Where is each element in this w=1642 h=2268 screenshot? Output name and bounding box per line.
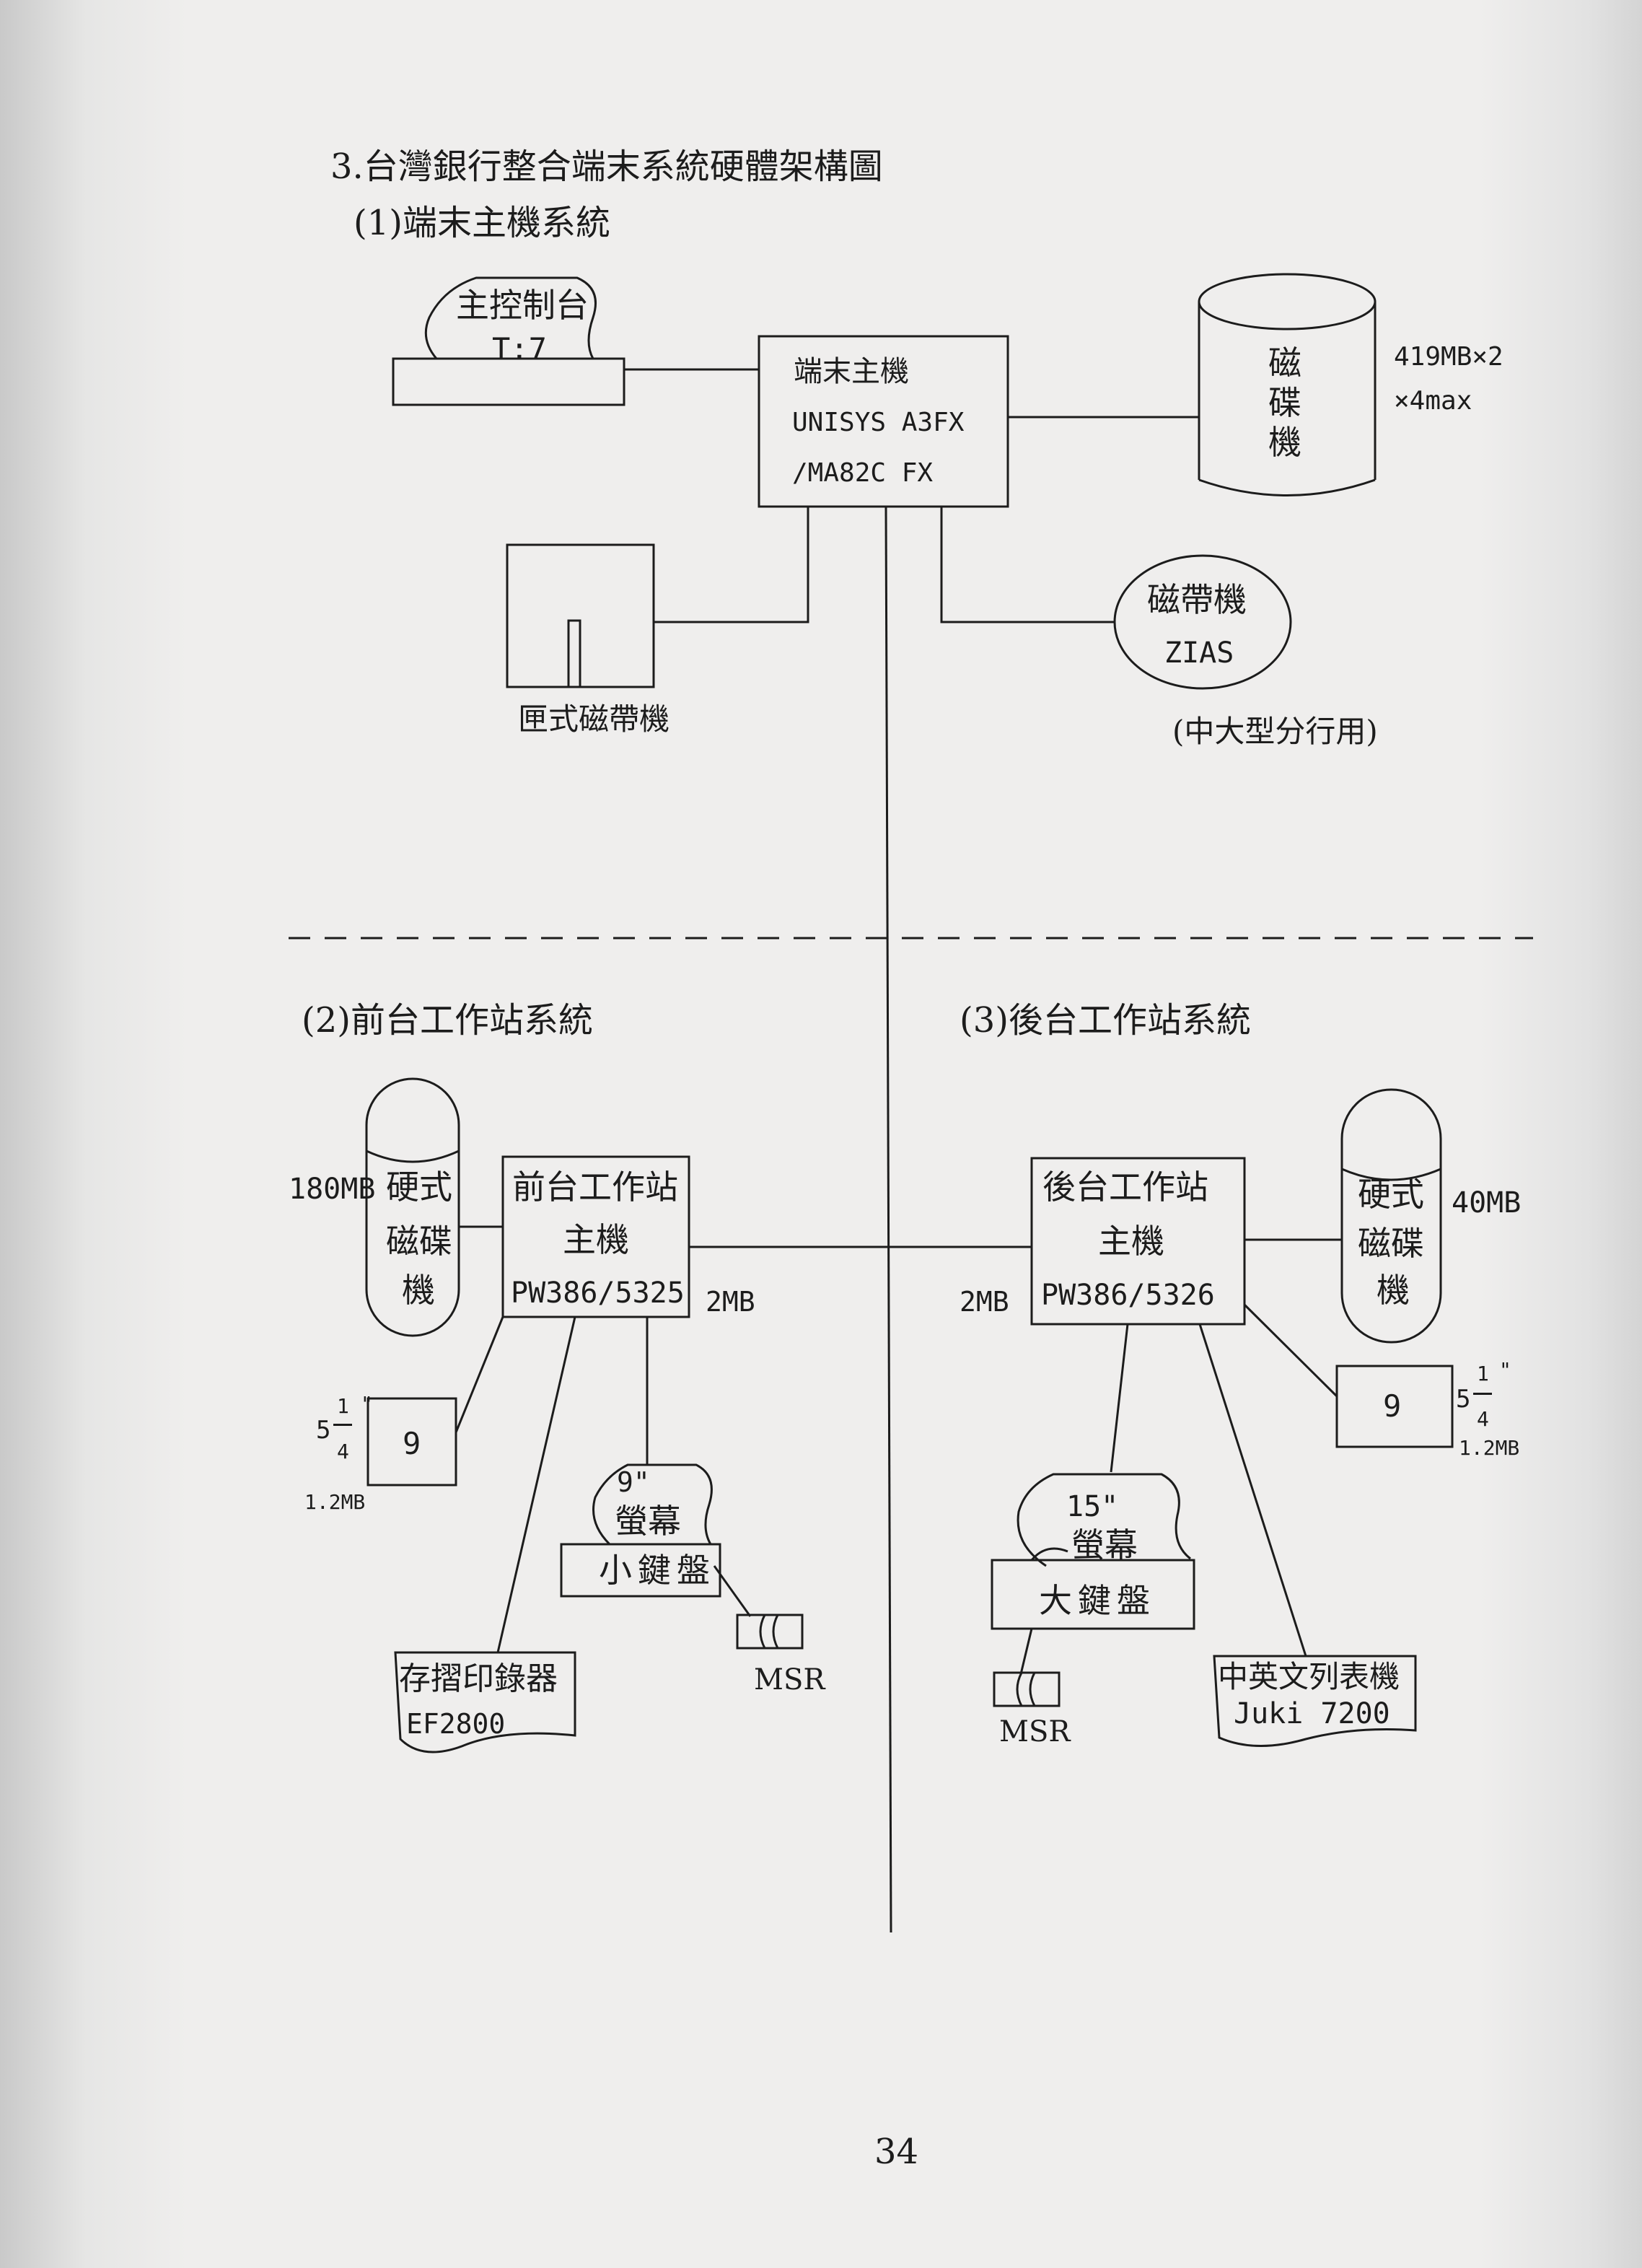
- back-monitor-label: 螢幕: [1071, 1525, 1138, 1564]
- tape-link: [940, 507, 1115, 623]
- disk-label-char-3: 機: [1268, 423, 1301, 462]
- front-monitor-size: 9": [617, 1466, 650, 1498]
- front-keyboard-label: 小鍵盤: [599, 1551, 716, 1590]
- page-number: 34: [874, 2132, 919, 2172]
- back-floppy-link: [1243, 1303, 1338, 1398]
- back-disk-line-1: 硬式: [1358, 1175, 1424, 1214]
- host-main-box: [758, 335, 1009, 508]
- back-monitor-size: 15": [1066, 1490, 1119, 1523]
- disk-capacity-max: ×4max: [1394, 386, 1472, 416]
- front-disk-capacity: 180MB: [289, 1173, 376, 1206]
- front-floppy-size-whole: 5: [316, 1416, 331, 1445]
- disk-label-char-2: 碟: [1268, 383, 1301, 422]
- back-disk-capacity: 40MB: [1452, 1186, 1522, 1220]
- front-printer-link: [496, 1316, 576, 1653]
- back-msr-symbol: [993, 1671, 1061, 1707]
- back-floppy-fraction-bar: [1473, 1393, 1492, 1395]
- front-disk-line-2: 磁碟: [386, 1222, 452, 1261]
- front-printer-symbol: [394, 1651, 576, 1753]
- front-disk-line-3: 機: [402, 1271, 435, 1310]
- back-main-memory: 2MB: [960, 1286, 1009, 1318]
- front-main-title: 前台工作站: [512, 1168, 678, 1207]
- back-floppy-label: 9: [1383, 1388, 1402, 1424]
- cartridge-link: [654, 507, 809, 623]
- front-msr-link: [713, 1565, 752, 1617]
- front-monitor-label: 螢幕: [615, 1502, 681, 1541]
- tape-drive-note: (中大型分行用): [1172, 714, 1378, 749]
- cartridge-tape-label: 匣式磁帶機: [518, 701, 670, 737]
- console-terminal-count: T:7: [492, 331, 547, 367]
- front-main-subtitle: 主機: [563, 1220, 629, 1259]
- back-floppy-size-den: 4: [1477, 1407, 1489, 1431]
- front-floppy-box: [366, 1397, 457, 1487]
- front-msr-label: MSR: [754, 1663, 825, 1696]
- back-floppy-size-num: 1: [1477, 1362, 1489, 1385]
- front-disk-line-1: 硬式: [386, 1168, 452, 1207]
- host-main-title: 端末主機: [794, 355, 909, 388]
- back-printer-link: [1198, 1323, 1307, 1657]
- host-main-model-2: /MA82C FX: [792, 458, 934, 488]
- section-2-title: (2)前台工作站系統: [302, 1000, 593, 1041]
- back-disk-line-2: 磁碟: [1358, 1224, 1424, 1263]
- console-symbol: [392, 276, 625, 406]
- back-main-box: [1030, 1157, 1246, 1326]
- back-keyboard-label: 大鍵盤: [1039, 1581, 1156, 1620]
- front-main-model: PW386/5325: [511, 1277, 685, 1310]
- front-floppy-label: 9: [403, 1426, 421, 1461]
- front-disk-capsule: [365, 1077, 460, 1337]
- back-monitor-link: [1110, 1323, 1129, 1473]
- back-floppy-size-inch: ": [1499, 1358, 1511, 1382]
- back-disk-capsule: [1340, 1088, 1442, 1344]
- tape-drive-label: 磁帶機: [1147, 580, 1247, 619]
- disk-capacity: 419MB×2: [1394, 342, 1503, 372]
- back-main-subtitle: 主機: [1098, 1222, 1164, 1261]
- back-floppy-box: [1335, 1365, 1454, 1448]
- front-floppy-link: [455, 1316, 504, 1433]
- host-main-model: UNISYS A3FX: [792, 408, 965, 437]
- back-main-model: PW386/5326: [1041, 1279, 1215, 1312]
- front-floppy-fraction-bar: [333, 1424, 352, 1426]
- diagram-title: 3.台灣銀行整合端末系統硬體架構圖: [330, 146, 883, 187]
- disk-label-char-1: 磁: [1268, 343, 1301, 382]
- back-monitor-symbol: [991, 1473, 1195, 1630]
- front-floppy-size-num: 1: [337, 1394, 349, 1418]
- back-floppy-size-whole: 5: [1456, 1385, 1471, 1414]
- cartridge-tape-symbol: [506, 543, 655, 688]
- back-printer-symbol: [1213, 1655, 1417, 1747]
- front-monitor-symbol: [560, 1463, 721, 1598]
- front-printer-label: 存摺印錄器: [399, 1660, 558, 1697]
- disk-cylinder: [1198, 273, 1377, 496]
- tape-drive-model: ZIAS: [1164, 636, 1234, 670]
- back-msr-link: [1019, 1628, 1033, 1675]
- front-floppy-capacity: 1.2MB: [304, 1490, 366, 1514]
- front-main-box: [501, 1155, 690, 1318]
- front-msr-symbol: [736, 1614, 804, 1650]
- front-printer-model: EF2800: [406, 1708, 506, 1740]
- front-main-memory: 2MB: [706, 1286, 755, 1318]
- central-divider: [884, 506, 892, 1933]
- back-main-title: 後台工作站: [1042, 1168, 1208, 1207]
- back-msr-label: MSR: [999, 1715, 1071, 1748]
- back-disk-line-3: 機: [1377, 1271, 1410, 1310]
- back-printer-label: 中英文列表機: [1218, 1659, 1400, 1694]
- section-3-title: (3)後台工作站系統: [960, 1000, 1251, 1041]
- back-printer-model: Juki 7200: [1234, 1697, 1390, 1730]
- section-1-title: (1)端末主機系統: [354, 203, 610, 243]
- front-floppy-size-den: 4: [337, 1440, 349, 1463]
- console-label: 主控制台: [456, 286, 589, 325]
- back-floppy-capacity: 1.2MB: [1459, 1436, 1520, 1460]
- front-floppy-size-inch: ": [361, 1392, 373, 1416]
